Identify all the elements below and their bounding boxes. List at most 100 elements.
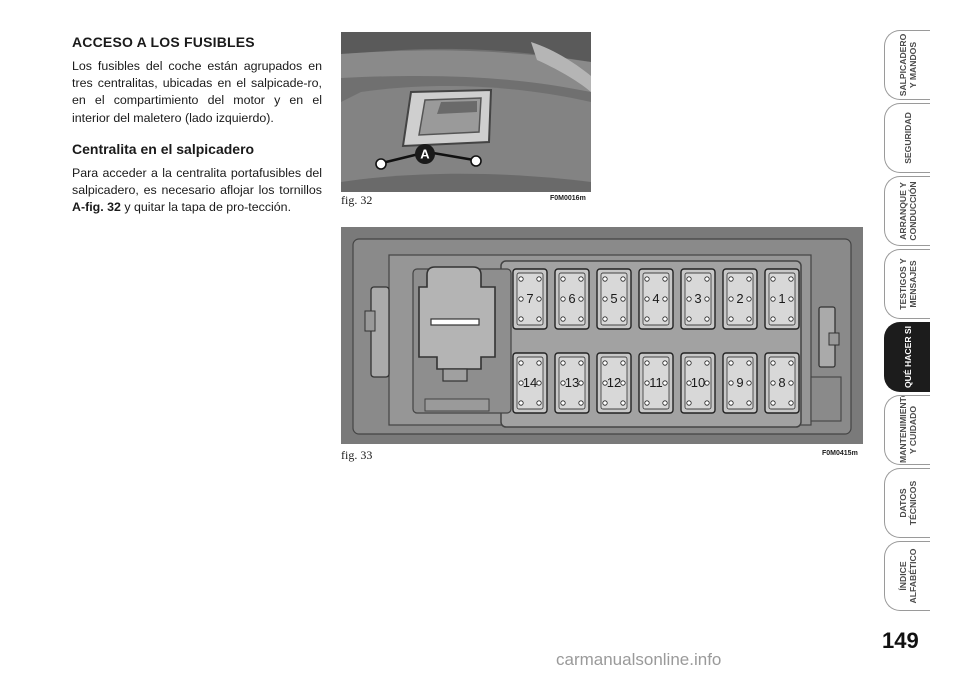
fuse-pin <box>578 296 584 302</box>
fuse-row-top: 7 6 5 4 3 2 1 <box>512 268 800 330</box>
figure-32-illustration: A <box>341 32 591 192</box>
fuse-inner <box>642 356 670 410</box>
fuse-inner <box>600 272 628 326</box>
fuse-number-label: 7 <box>526 291 533 306</box>
fuse-pin <box>620 360 626 366</box>
fuse-slot: 4 <box>638 268 674 330</box>
fuse-pin <box>704 380 710 386</box>
figure-32-caption: fig. 32 <box>341 193 373 207</box>
figure-33-caption: fig. 33 <box>341 448 373 462</box>
fuse-inner <box>726 272 754 326</box>
section-title: ACCESO A LOS FUSIBLES <box>72 34 255 50</box>
fuse-pin <box>788 360 794 366</box>
fuse-number-label: 1 <box>778 291 785 306</box>
fuse-pin <box>770 276 776 282</box>
fuse-number-label: 11 <box>649 375 663 390</box>
fuse-number-label: 6 <box>568 291 575 306</box>
fuse-number-label: 9 <box>736 375 743 390</box>
fuse-pin <box>686 296 692 302</box>
fuse-pin <box>788 400 794 406</box>
tab-label: DATOS TÉCNICOS <box>897 480 918 526</box>
fuse-pin <box>770 296 776 302</box>
watermark: carmanualsonline.info <box>556 650 722 669</box>
figure-33-code: F0M0415m <box>822 450 858 457</box>
fuse-number-label: 8 <box>778 375 785 390</box>
fuse-pin <box>560 276 566 282</box>
fuse-pin <box>704 360 710 366</box>
fuse-pin <box>518 360 524 366</box>
fuse-pin <box>746 380 752 386</box>
tab-salpicadero-y-mandos[interactable]: SALPICADERO Y MANDOS <box>884 30 930 100</box>
tab-arranque-y-conduccion[interactable]: ARRANQUE Y CONDUCCIÓN <box>884 176 930 246</box>
fuse-pin <box>536 296 542 302</box>
fuse-pin <box>560 380 566 386</box>
fuse-slot: 7 <box>512 268 548 330</box>
intro-paragraph: Los fusibles del coche están agrupados e… <box>72 59 322 125</box>
fuse-pin <box>728 360 734 366</box>
text-column: ACCESO A LOS FUSIBLES Los fusibles del c… <box>72 34 322 216</box>
fuse-pin <box>662 276 668 282</box>
fuse-pin <box>662 380 668 386</box>
fuse-pin <box>518 296 524 302</box>
fuse-pin <box>578 360 584 366</box>
fuse-pin <box>620 276 626 282</box>
fuse-pin <box>560 296 566 302</box>
page-number: 149 <box>882 628 919 653</box>
fuse-slot: 10 <box>680 352 716 414</box>
tab-testigos-y-mensajes[interactable]: TESTIGOS Y MENSAJES <box>884 249 930 319</box>
tab-label: ÍNDICE ALFABÉTICO <box>897 548 918 604</box>
fuse-pin <box>602 360 608 366</box>
fuse-pin <box>578 316 584 322</box>
fuse-pin <box>770 400 776 406</box>
fuse-pin <box>662 400 668 406</box>
fuse-number-label: 10 <box>691 375 705 390</box>
fuse-pin <box>746 316 752 322</box>
fuse-inner <box>558 356 586 410</box>
fuse-inner <box>516 356 544 410</box>
fuse-slot: 5 <box>596 268 632 330</box>
fuse-slot: 14 <box>512 352 548 414</box>
fuse-pin <box>770 360 776 366</box>
fuse-pin <box>686 380 692 386</box>
fuse-pin <box>662 316 668 322</box>
fuse-pin <box>578 276 584 282</box>
tab-datos-tecnicos[interactable]: DATOS TÉCNICOS <box>884 468 930 538</box>
fuse-pin <box>662 296 668 302</box>
fuse-inner <box>768 356 796 410</box>
fuse-pin <box>560 316 566 322</box>
tab-seguridad[interactable]: SEGURIDAD <box>884 103 930 173</box>
fuse-pin <box>788 380 794 386</box>
fuse-pin <box>560 400 566 406</box>
fuse-pin <box>536 276 542 282</box>
dashboard-cover-drawing: A <box>341 32 591 192</box>
tab-label: MANTENIMIENTO Y CUIDADO <box>897 395 918 463</box>
fuse-pin <box>746 276 752 282</box>
fuse-pin <box>704 276 710 282</box>
fuse-pin <box>728 316 734 322</box>
fuse-slot: 11 <box>638 352 674 414</box>
tab-mantenimiento-y-cuidado[interactable]: MANTENIMIENTO Y CUIDADO <box>884 395 930 465</box>
fuse-inner <box>516 272 544 326</box>
tab-indice-alfabetico[interactable]: ÍNDICE ALFABÉTICO <box>884 541 930 611</box>
fuse-slot: 3 <box>680 268 716 330</box>
tab-label: QUÉ HACER SI <box>902 325 913 389</box>
tab-que-hacer-si[interactable]: QUÉ HACER SI <box>884 322 930 392</box>
fuse-number-label: 4 <box>652 291 659 306</box>
fuse-pin <box>746 360 752 366</box>
fuse-number-label: 2 <box>736 291 743 306</box>
fuse-pin <box>704 296 710 302</box>
fuse-pin <box>746 296 752 302</box>
fuse-pin <box>788 316 794 322</box>
fuse-slot: 2 <box>722 268 758 330</box>
fuse-number-label: 14 <box>523 375 537 390</box>
fuse-inner <box>684 272 712 326</box>
tab-label: TESTIGOS Y MENSAJES <box>897 258 918 310</box>
fuse-pin <box>644 400 650 406</box>
fuse-pin <box>686 316 692 322</box>
figure-reference: A-fig. 32 <box>72 200 121 215</box>
body-paragraph: Para acceder a la centralita portafusibl… <box>72 165 322 217</box>
fuse-pin <box>686 276 692 282</box>
